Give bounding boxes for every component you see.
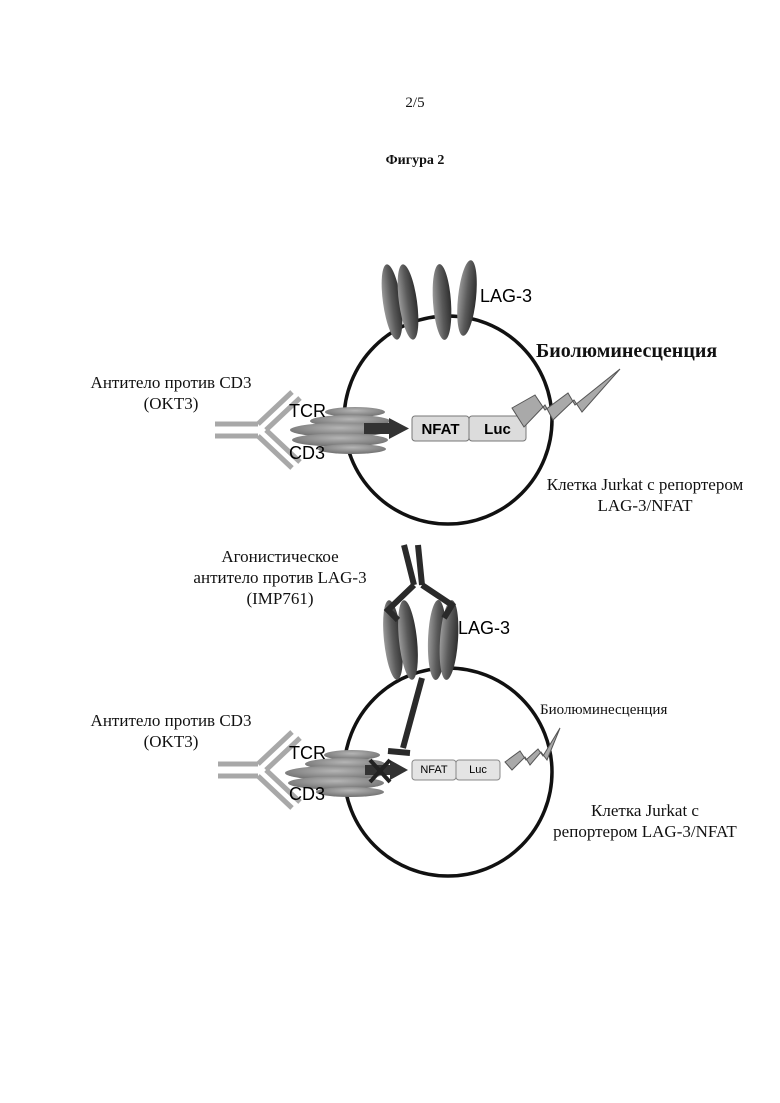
bottom-panel (218, 544, 561, 878)
bottom-imp761-label: Агонистическое антитело против LAG-3 (IM… (170, 546, 390, 609)
bottom-cell-label-line1: Клетка Jurkat с (591, 801, 699, 820)
top-signal-arrow (364, 418, 409, 439)
bottom-inhibition-bar-icon (387, 677, 425, 756)
top-luc-box (468, 415, 527, 442)
top-okt3-label-line1: Антитело против CD3 (90, 373, 252, 392)
top-lag3-receptor (381, 264, 403, 340)
bottom-lag3-label: LAG-3 (458, 618, 511, 638)
bottom-tcr-label: TCR (289, 743, 326, 763)
top-lag3-receptor (397, 264, 419, 340)
top-tcr-label: TCR (289, 401, 326, 421)
bottom-okt3-label: Антитело против CD3 (OKT3) (56, 710, 286, 752)
bottom-imp761-label-line2: антитело против LAG-3 (193, 568, 367, 587)
bottom-blocked-arrow-icon (365, 758, 408, 784)
top-bioluminescence-bolt-icon (511, 368, 621, 428)
top-panel (215, 260, 621, 526)
top-cell-label: Клетка Jurkat с репортером LAG-3/NFAT (520, 474, 770, 516)
top-cell-label-line1: Клетка Jurkat с репортером (546, 475, 744, 494)
bottom-luc-box (455, 759, 501, 781)
bottom-tcr-cd3-complex (285, 750, 385, 797)
bottom-imp761-label-line3: (IMP761) (246, 589, 314, 608)
bottom-bioluminescence-bolt-icon (504, 727, 561, 771)
bottom-okt3-antibody (218, 730, 302, 810)
top-cell-label-line2: LAG-3/NFAT (597, 496, 693, 515)
bottom-lag3-receptors (383, 600, 459, 680)
bottom-imp761-label-line1: Агонистическое (221, 547, 339, 566)
bottom-cd3-label: CD3 (289, 784, 326, 804)
top-lag3-receptor (457, 260, 477, 336)
top-luc-label: Luc (484, 421, 511, 438)
bottom-lag3-receptor (383, 600, 403, 680)
top-bioluminescence-label: Биолюминесценция (536, 340, 718, 362)
top-lag3-label: LAG-3 (480, 286, 533, 306)
bottom-lag3-receptor (398, 600, 418, 680)
bottom-nfat-label: NFAT (420, 764, 448, 776)
top-okt3-antibody (215, 390, 302, 470)
bottom-lag3-receptor (439, 600, 459, 680)
page-number: 2/5 (405, 95, 425, 111)
top-okt3-label-line2: (OKT3) (143, 394, 199, 413)
top-lag3-receptors (381, 260, 477, 340)
bottom-cell-label-line2: репортером LAG-3/NFAT (553, 822, 737, 841)
bottom-okt3-label-line2: (OKT3) (143, 732, 199, 751)
bottom-imp761-antibody (383, 544, 457, 623)
bottom-okt3-label-line1: Антитело против CD3 (90, 711, 252, 730)
top-lag3-receptor (432, 264, 452, 340)
top-cd3-label: CD3 (289, 443, 326, 463)
top-okt3-label: Антитело против CD3 (OKT3) (56, 372, 286, 414)
top-nfat-label: NFAT (421, 421, 460, 438)
bottom-luc-label: Luc (469, 764, 487, 776)
figure-title: Фигура 2 (385, 153, 445, 168)
bottom-cell-label: Клетка Jurkat с репортером LAG-3/NFAT (520, 800, 770, 842)
bottom-bioluminescence-label: Биолюминесценция (540, 702, 668, 718)
